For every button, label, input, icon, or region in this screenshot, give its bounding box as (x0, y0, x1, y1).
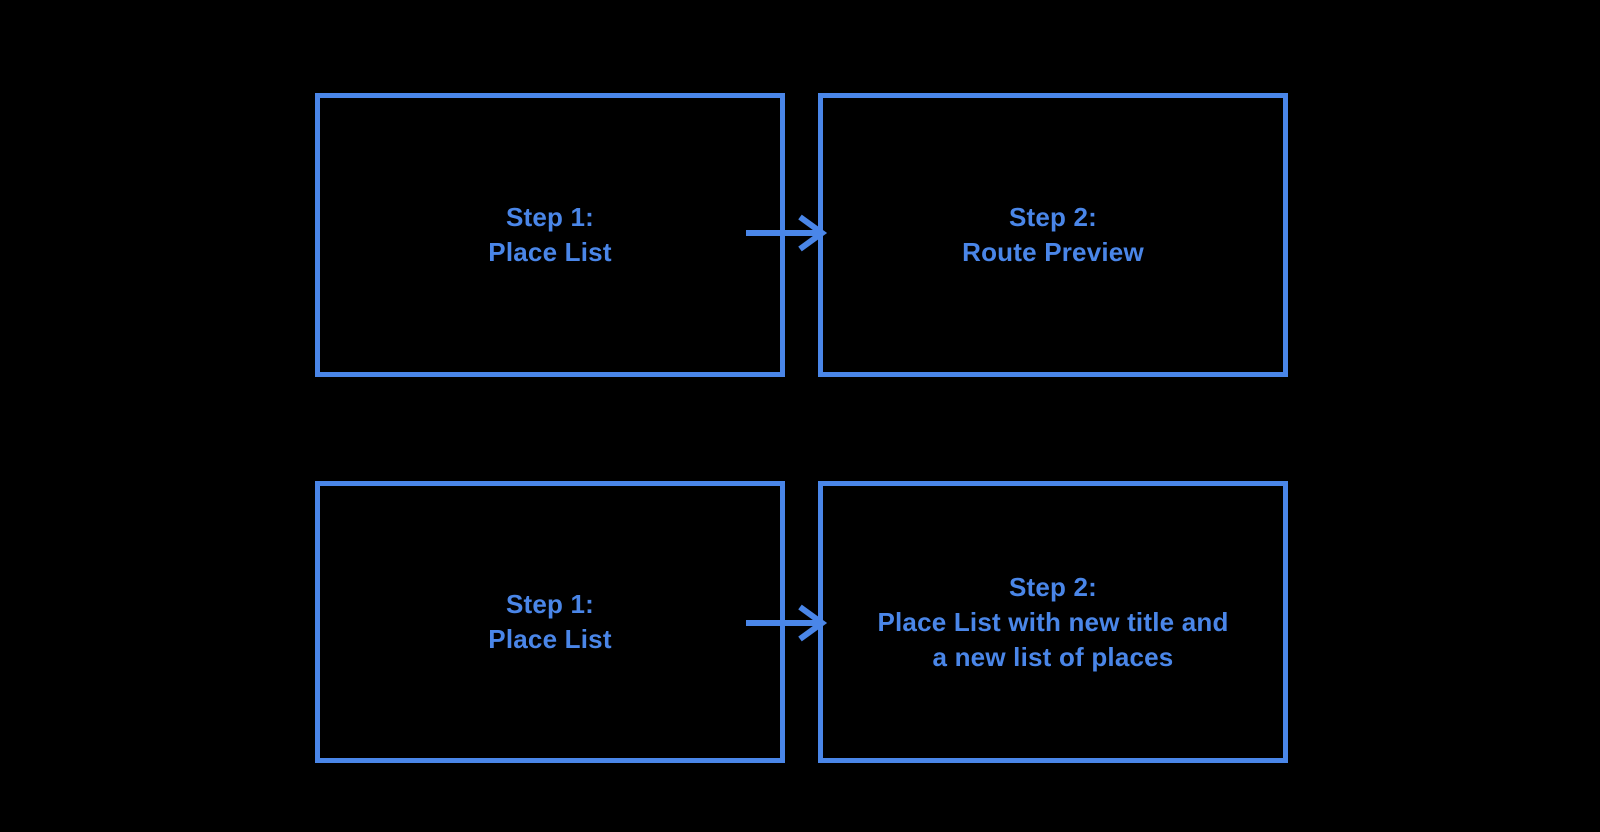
flow-box-step2-route-preview: Step 2: Route Preview (818, 93, 1288, 377)
label-line: Step 1: (505, 589, 595, 619)
label-line: Step 2: (1008, 571, 1098, 602)
arrow-right-icon (746, 214, 828, 252)
flow-box-step2-place-list-new: Step 2: Place List with new title and a … (818, 481, 1288, 763)
flow-box-label: Step 1: Place List (488, 587, 611, 657)
flow-box-label: Step 2: Route Preview (962, 200, 1144, 270)
label-line: Step 1: (505, 202, 595, 232)
label-line: Place List (488, 237, 612, 267)
flow-box-step1-place-list: Step 1: Place List (315, 93, 785, 377)
arrow-right-icon (746, 604, 828, 642)
flow-box-label: Step 1: Place List (488, 200, 611, 270)
label-line: Step 2: (1008, 202, 1098, 232)
label-line: Route Preview (962, 237, 1144, 267)
flow-box-label: Step 2: Place List with new title and a … (877, 570, 1228, 675)
flow-box-step1-place-list-2: Step 1: Place List (315, 481, 785, 763)
label-line: a new list of places (932, 641, 1174, 672)
label-line: Place List (488, 624, 612, 654)
label-line: Place List with new title and (877, 606, 1229, 637)
